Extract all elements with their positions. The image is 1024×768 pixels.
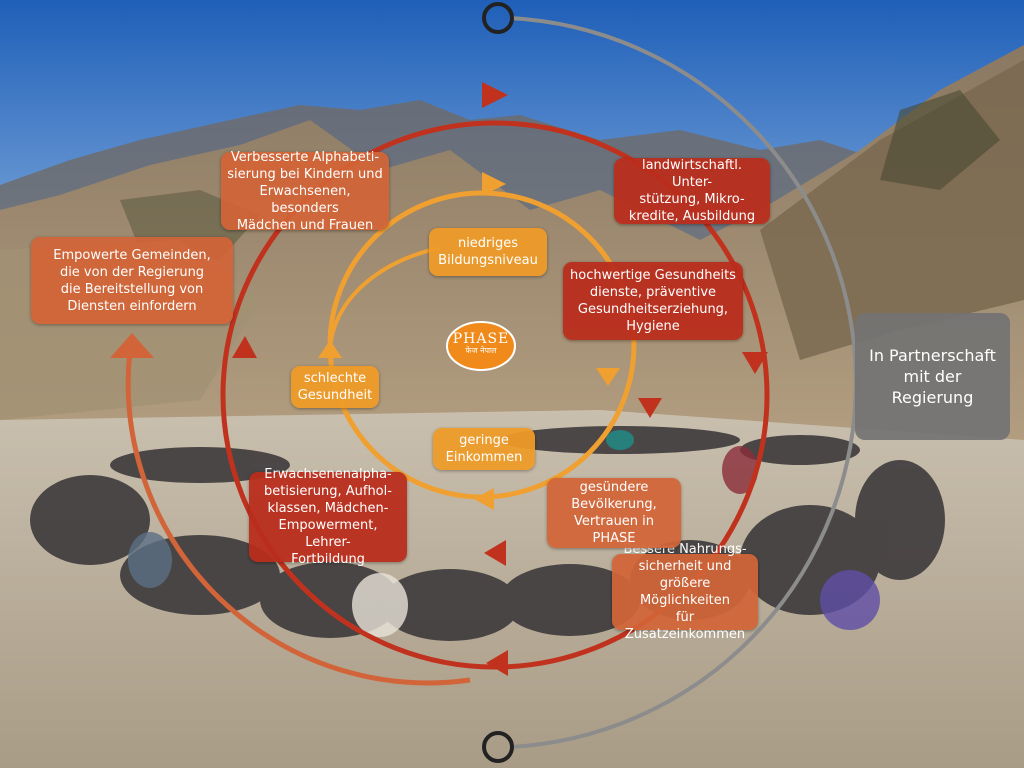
inner-ring-arrows [318,172,620,510]
outer-label-food-security: Bessere Nahrungs- sicherheit und größere… [612,542,758,642]
middle-label-agriculture: landwirtschaftl. Unter- stützung, Mikro-… [614,158,770,224]
outer-label-empowered-communities: Empowerte Gemeinden, die von der Regieru… [31,237,233,324]
inner-ring-loop [328,246,441,351]
inner-label-low-income: geringe Einkommen [433,428,535,470]
middle-label-healthier-population: gesündere Bevölkerung, Vertrauen in PHAS… [547,478,681,548]
phase-logo-name: PHASE [452,331,510,347]
outer-ring-arrow [110,333,154,358]
phase-logo-subtext: फेज नेपाल [465,346,497,355]
phase-logo-text: PHASE फेज नेपाल [447,332,515,356]
crowd-accents [128,430,880,637]
outer-label-literacy: Verbesserte Alphabeti- sierung bei Kinde… [221,150,389,233]
phase-logo [446,321,516,371]
outer-ring-arc [125,349,471,686]
middle-ring-arrows [232,82,768,676]
inner-label-poor-health: schlechte Gesundheit [291,366,379,408]
middle-label-adult-literacy: Erwachsenenalpha- betisierung, Aufhol- k… [249,467,407,567]
inner-label-low-education: niedriges Bildungsniveau [429,228,547,276]
arc-end-bottom [482,731,514,763]
middle-label-health-services: hochwertige Gesundheits dienste, prävent… [563,262,743,340]
partner-label: In Partnerschaft mit der Regierung [855,313,1010,440]
arc-end-top [482,2,514,34]
